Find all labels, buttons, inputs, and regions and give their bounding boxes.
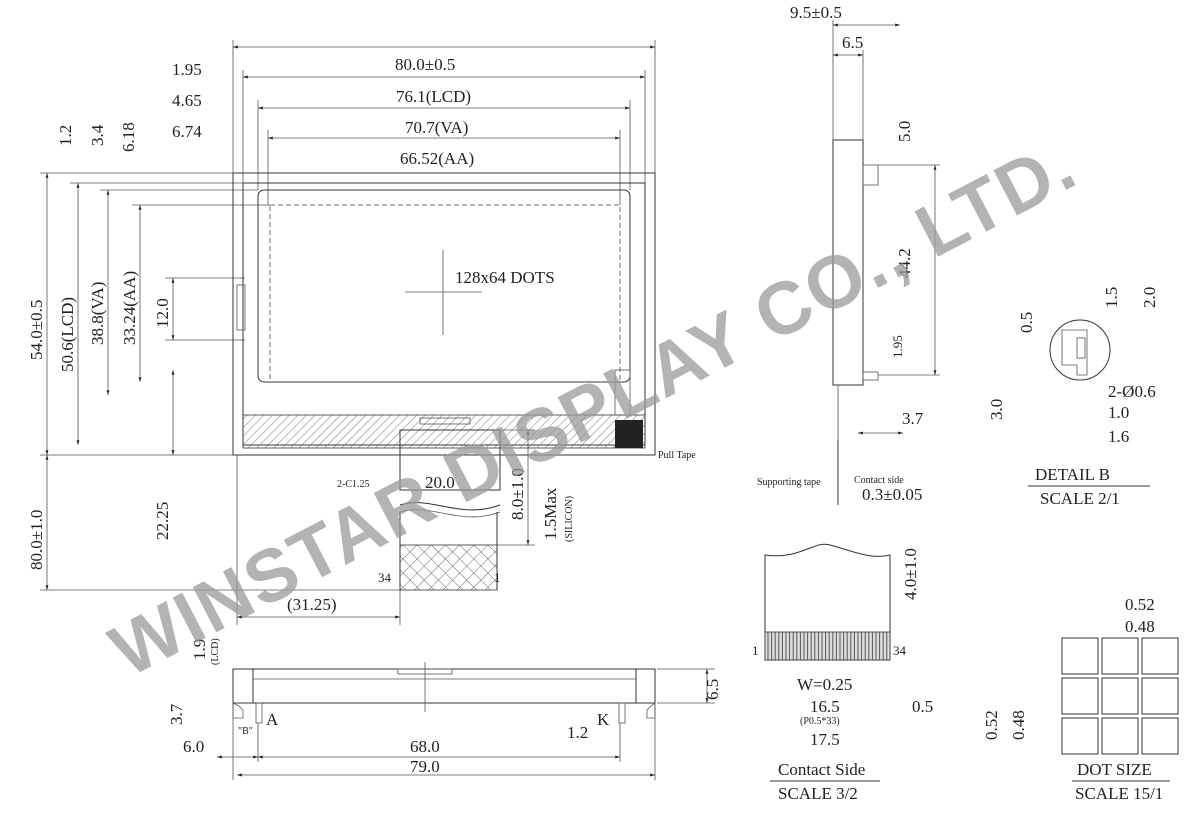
side-1-95: 1.95 <box>890 335 905 358</box>
dot-height-048: 0.48 <box>1009 710 1028 740</box>
dot-size-title: DOT SIZE <box>1077 760 1152 779</box>
offset-4-65: 4.65 <box>172 91 202 110</box>
side-width-2: 6.5 <box>842 33 863 52</box>
contact-area <box>764 631 891 661</box>
detail-1-0: 1.0 <box>1108 403 1129 422</box>
contact-total: 17.5 <box>810 730 840 749</box>
silicon-max: 1.5Max <box>541 487 560 540</box>
pull-tape <box>615 420 643 448</box>
contact-pitch: (P0.5*33) <box>800 716 840 727</box>
supporting-tape-label: Supporting tape <box>757 477 821 488</box>
detail-b: 0.5 1.5 2.0 3.0 2-Ø0.6 1.0 1.6 DETAIL B … <box>987 287 1159 508</box>
detail-b-title: DETAIL B <box>1035 465 1110 484</box>
height-aa: 33.24(AA) <box>120 271 139 345</box>
offset-3-4: 3.4 <box>88 124 107 146</box>
chamfer-label: 2-C1.25 <box>337 479 370 490</box>
offset-1-95: 1.95 <box>172 60 202 79</box>
detail-1-6: 1.6 <box>1108 427 1129 446</box>
fpc-offset: (31.25) <box>287 595 337 614</box>
bottom-79-0: 79.0 <box>410 757 440 776</box>
dot-height-052: 0.52 <box>982 710 1001 740</box>
detail-3-0: 3.0 <box>987 399 1006 420</box>
contact-pitch-total: 16.5 <box>810 697 840 716</box>
bottom-1-2: 1.2 <box>567 723 588 742</box>
detail-2-0: 2.0 <box>1140 287 1159 308</box>
pixel-dot <box>1101 717 1139 755</box>
contact-edge: 0.5 <box>912 697 933 716</box>
pixel-dot <box>1141 677 1179 715</box>
contact-length: 4.0±1.0 <box>901 548 920 600</box>
height-22-25: 22.25 <box>153 502 172 540</box>
contact-width: W=0.25 <box>797 675 852 694</box>
pull-tape-label: Pull Tape <box>658 450 696 461</box>
dot-width-048: 0.48 <box>1125 617 1155 636</box>
contact-side-title: Contact Side <box>778 760 865 779</box>
detail-hole: 2-Ø0.6 <box>1108 382 1156 401</box>
pixel-dot <box>1061 637 1099 675</box>
lcd-1-9: 1.9 <box>190 639 209 660</box>
contact-side-label: Contact side <box>854 475 904 486</box>
offset-6-18: 6.18 <box>119 122 138 152</box>
detail-0-5: 0.5 <box>1017 312 1036 333</box>
pin-1-label: 1 <box>494 570 501 585</box>
bottom-6-5: 6.5 <box>703 679 722 700</box>
side-3-7: 3.7 <box>902 409 924 428</box>
silicon-label: (SILICON) <box>564 496 575 542</box>
side-thickness: 0.3±0.05 <box>862 485 922 504</box>
side-view: 9.5±0.5 6.5 5.0 44.2 1.95 3.7 Supporting… <box>757 3 924 505</box>
side-width: 9.5±0.5 <box>790 3 842 22</box>
height-outer: 54.0±0.5 <box>27 300 46 360</box>
pin-34-label: 34 <box>378 570 392 585</box>
contact-side-scale: SCALE 3/2 <box>778 784 858 803</box>
width-lcd: 76.1(LCD) <box>396 87 471 106</box>
fpc-width: 20.0 <box>425 473 455 492</box>
bottom-68-0: 68.0 <box>410 737 440 756</box>
dot-width-052: 0.52 <box>1125 595 1155 614</box>
pixel-dot <box>1061 677 1099 715</box>
lcd-label: (LCD) <box>210 638 221 665</box>
side-5-0: 5.0 <box>895 121 914 142</box>
offset-1-2: 1.2 <box>56 125 75 146</box>
width-outer: 80.0±0.5 <box>395 55 455 74</box>
width-va: 70.7(VA) <box>405 118 468 137</box>
watermark: WINSTAR DISPLAY CO., LTD. <box>97 122 1089 692</box>
pixel-dot <box>1141 637 1179 675</box>
cathode-label: K <box>597 710 610 729</box>
front-view: 128x64 DOTS Pull Tape 20.0 2-C1.25 34 1 … <box>27 55 696 614</box>
dot-size-view: 0.52 0.48 0.52 0.48 DOT SIZE SCALE 15/1 <box>982 595 1179 803</box>
height-total: 80.0±1.0 <box>27 510 46 570</box>
height-12: 12.0 <box>153 298 172 328</box>
anode-label: A <box>266 710 279 729</box>
offset-6-74: 6.74 <box>172 122 202 141</box>
contact-pin-1: 1 <box>752 643 759 658</box>
dot-size-scale: SCALE 15/1 <box>1075 784 1163 803</box>
dots-label: 128x64 DOTS <box>455 268 555 287</box>
pixel-dot <box>1061 717 1099 755</box>
contact-pin-34: 34 <box>893 643 907 658</box>
dimension-lines <box>40 20 940 780</box>
bottom-view: 1.9 (LCD) 3.7 6.5 6.0 68.0 79.0 1.2 "B" … <box>167 638 722 776</box>
detail-b-ref: "B" <box>238 726 253 737</box>
pixel-dot <box>1101 677 1139 715</box>
width-aa: 66.52(AA) <box>400 149 474 168</box>
bottom-3-7: 3.7 <box>167 703 186 725</box>
contact-side-view: 1 34 4.0±1.0 W=0.25 16.5 (P0.5*33) 0.5 1… <box>752 543 933 803</box>
detail-b-scale: SCALE 2/1 <box>1040 489 1120 508</box>
detail-1-5: 1.5 <box>1102 287 1121 308</box>
height-va: 38.8(VA) <box>88 282 107 345</box>
height-lcd: 50.6(LCD) <box>58 297 77 372</box>
fpc-length: 8.0±1.0 <box>508 468 527 520</box>
pixel-dot <box>1141 717 1179 755</box>
bottom-6-0: 6.0 <box>183 737 204 756</box>
pixel-dot <box>1101 637 1139 675</box>
side-44-2: 44.2 <box>895 248 914 278</box>
